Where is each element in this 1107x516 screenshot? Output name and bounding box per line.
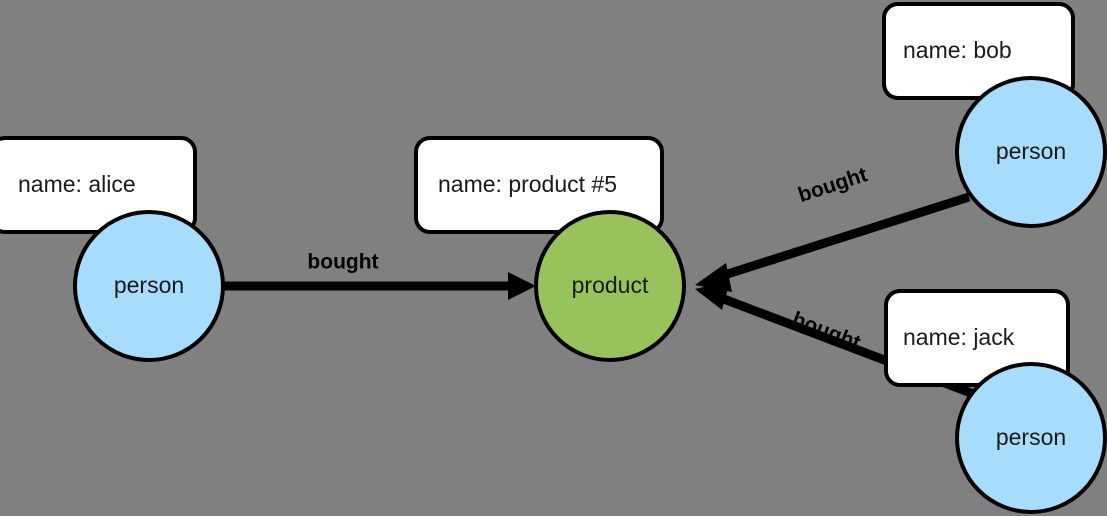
property-box-product5[interactable]: name: product #5 [414, 136, 664, 234]
node-alice[interactable]: person [73, 210, 225, 362]
property-box-shape [414, 136, 664, 234]
node-bob[interactable]: person [955, 76, 1107, 228]
property-box-bob[interactable]: name: bob [882, 2, 1075, 100]
node-circle-shape [534, 210, 686, 362]
edge-alice-bought-product[interactable] [224, 272, 536, 300]
node-circle-shape [955, 76, 1107, 228]
property-box-alice[interactable]: name: alice [0, 136, 197, 234]
node-type-label-alice: person [114, 272, 184, 298]
edge-line [713, 192, 971, 283]
property-label-alice: name: alice [18, 171, 136, 197]
node-jack[interactable]: person [955, 362, 1107, 514]
edge-group [224, 192, 973, 398]
property-box-shape [0, 136, 197, 234]
node-type-label-product5: product [572, 272, 649, 298]
node-product5[interactable]: product [534, 210, 686, 362]
property-label-bob: name: bob [903, 37, 1012, 63]
edge-label-alice-bought-product: bought [307, 251, 378, 274]
node-group: person product person person [73, 76, 1107, 514]
node-type-label-bob: person [996, 138, 1066, 164]
node-circle-shape [955, 362, 1107, 514]
arrow-head-icon [508, 272, 536, 300]
property-label-jack: name: jack [903, 324, 1015, 350]
node-type-label-jack: person [996, 424, 1066, 450]
arrow-head-icon [695, 281, 730, 310]
property-label-product5: name: product #5 [438, 171, 617, 197]
property-box-group: name: alice name: product #5 name: bob n… [0, 2, 1075, 387]
node-circle-shape [73, 210, 225, 362]
